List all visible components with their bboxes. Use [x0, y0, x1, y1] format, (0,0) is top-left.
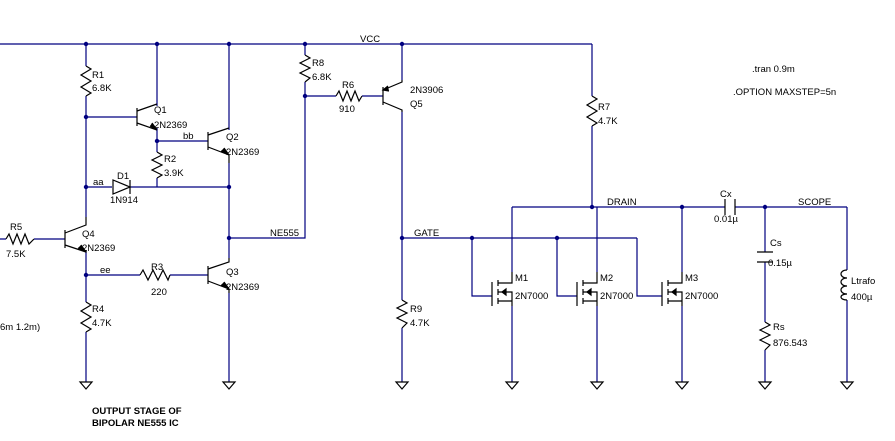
transistor-q2	[207, 127, 230, 163]
caption-line-1: OUTPUT STAGE OF	[92, 406, 182, 417]
ground-symbols	[78, 381, 855, 390]
transistor-q5	[381, 80, 403, 112]
q4-name: Q4	[82, 229, 95, 240]
r1-name: R1	[92, 70, 104, 81]
q2-name: Q2	[226, 132, 239, 143]
tran-directive: .tran 0.9m	[752, 64, 795, 75]
net-label-bb: bb	[183, 131, 194, 142]
rs-value: 876.543	[773, 338, 807, 349]
r3-name: R3	[151, 262, 163, 273]
q5-model: 2N3906	[410, 85, 443, 96]
net-label-aa: aa	[93, 177, 104, 188]
resistor-r9	[395, 299, 409, 329]
transistor-q4	[64, 217, 87, 253]
net-label-ne555: NE555	[270, 228, 299, 239]
m1-name: M1	[515, 273, 528, 284]
r2-name: R2	[164, 154, 176, 165]
r8-name: R8	[312, 58, 324, 69]
ltrafo-name: Ltrafo	[851, 276, 875, 287]
q2-model: 2N2369	[226, 147, 259, 158]
r4-value: 4.7K	[92, 318, 112, 329]
resistor-r4	[79, 301, 93, 333]
q5-name: Q5	[410, 99, 423, 110]
m3-name: M3	[685, 273, 698, 284]
rs-name: Rs	[773, 322, 785, 333]
net-label-ee: ee	[100, 265, 111, 276]
r5-name: R5	[10, 222, 22, 233]
resistor-r7	[585, 95, 599, 127]
q4-model: 2N2369	[82, 243, 115, 254]
r3-value: 220	[151, 287, 167, 298]
mosfet-m1	[491, 272, 513, 306]
source-fragment: 6m 1.2m)	[0, 322, 40, 333]
r7-name: R7	[598, 102, 610, 113]
cx-name: Cx	[720, 189, 732, 200]
r6-value: 910	[339, 104, 355, 115]
capacitor-cs	[757, 251, 773, 263]
mosfet-m2	[576, 272, 598, 306]
net-label-vcc: VCC	[360, 34, 380, 45]
q3-name: Q3	[226, 267, 239, 278]
cx-value: 0.01µ	[714, 214, 738, 225]
ltrafo-value: 400µ	[851, 292, 873, 303]
d1-model: 1N914	[110, 195, 138, 206]
resistor-rs	[758, 321, 772, 351]
r5-value: 7.5K	[6, 249, 26, 260]
r6-name: R6	[342, 80, 354, 91]
resistor-r6	[335, 89, 363, 103]
r8-value: 6.8K	[312, 72, 332, 83]
option-directive: .OPTION MAXSTEP=5n	[733, 87, 836, 98]
r7-value: 4.7K	[598, 116, 618, 127]
q1-model: 2N2369	[154, 120, 187, 131]
junctions	[83, 41, 768, 278]
r9-name: R9	[410, 304, 422, 315]
cs-name: Cs	[770, 238, 782, 249]
transistor-q3	[207, 258, 230, 293]
transistor-q1	[136, 103, 158, 131]
diode-d1	[112, 179, 132, 195]
r1-value: 6.8K	[92, 83, 112, 94]
d1-name: D1	[117, 171, 129, 182]
mosfet-m3	[661, 272, 683, 306]
resistor-r3	[139, 268, 171, 282]
r9-value: 4.7K	[410, 318, 430, 329]
r2-value: 3.9K	[164, 168, 184, 179]
net-label-gate: GATE	[414, 228, 439, 239]
net-label-scope: SCOPE	[798, 197, 831, 208]
m3-model: 2N7000	[685, 291, 718, 302]
m2-model: 2N7000	[600, 291, 633, 302]
cs-value: 0.15µ	[768, 258, 792, 269]
resistor-r8	[298, 54, 312, 83]
resistor-r1	[79, 65, 93, 97]
m1-model: 2N7000	[515, 291, 548, 302]
inductor-ltrafo	[840, 269, 848, 301]
capacitor-cx	[724, 199, 736, 215]
resistor-r5	[5, 232, 35, 246]
caption-line-2: BIPOLAR NE555 IC	[92, 418, 179, 429]
net-label-drain: DRAIN	[607, 197, 637, 208]
r4-name: R4	[92, 304, 104, 315]
q3-model: 2N2369	[226, 282, 259, 293]
m2-name: M2	[600, 273, 613, 284]
resistor-r2	[150, 151, 164, 179]
q1-name: Q1	[154, 105, 167, 116]
